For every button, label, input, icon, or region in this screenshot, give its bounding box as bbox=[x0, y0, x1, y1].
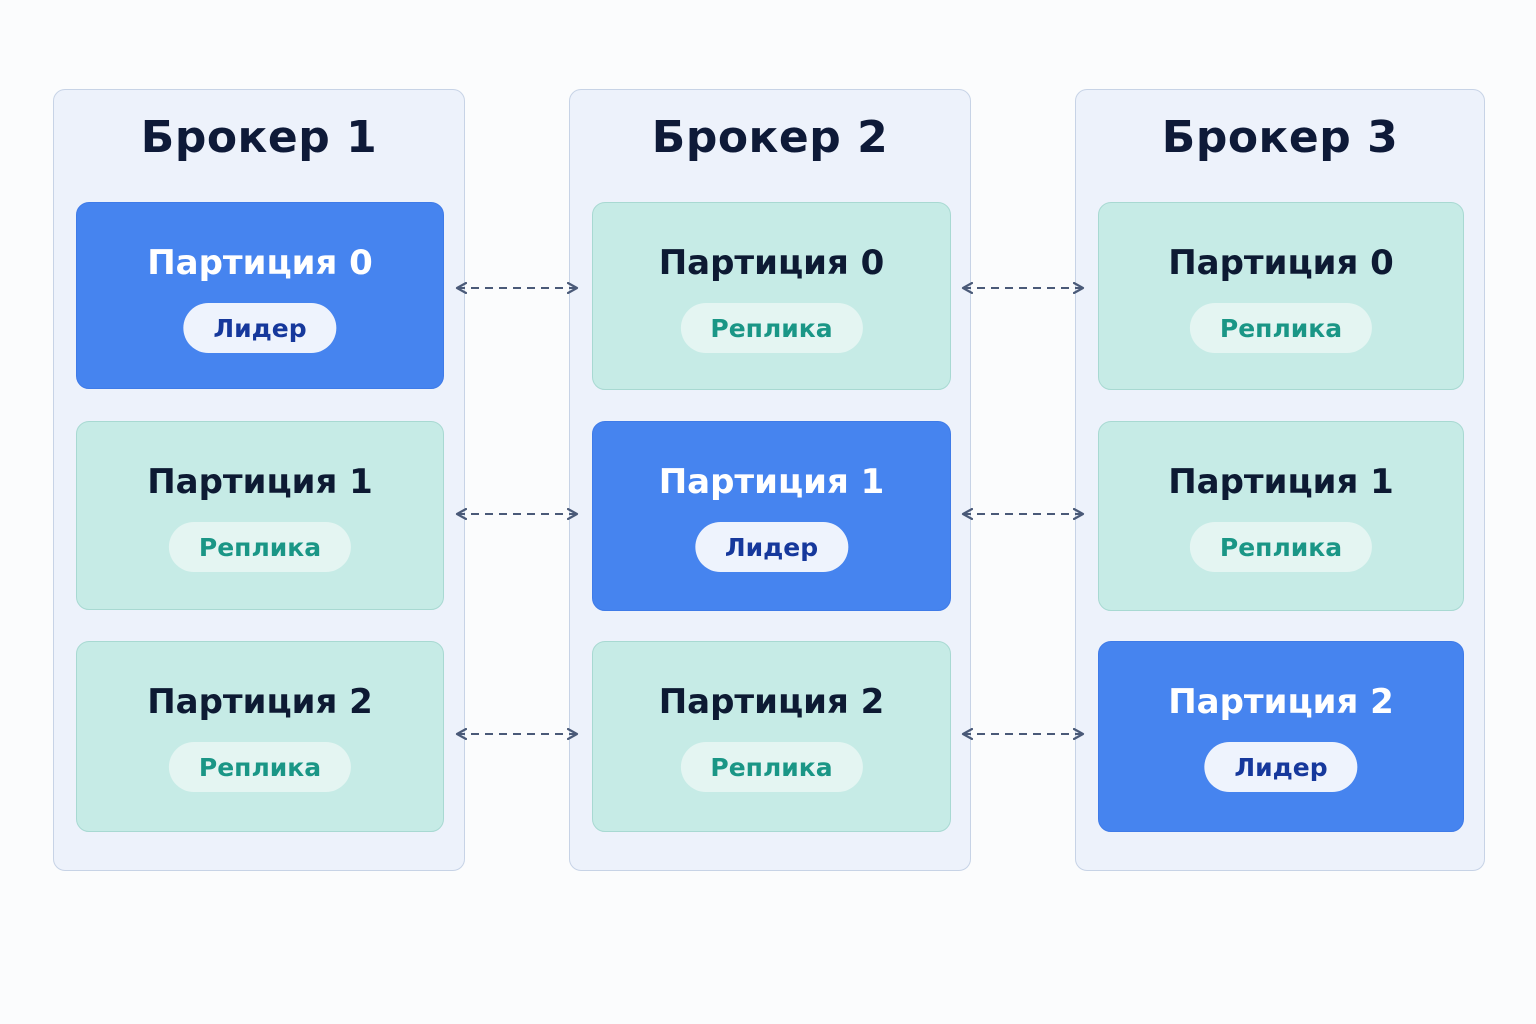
partition-2-replica: Партиция 2 Реплика bbox=[76, 641, 444, 832]
partition-0-replica: Партиция 0 Реплика bbox=[592, 202, 951, 390]
role-badge: Реплика bbox=[1189, 522, 1373, 572]
broker-title: Брокер 3 bbox=[1161, 112, 1399, 163]
partition-title: Партиция 0 bbox=[1168, 243, 1394, 283]
partition-0-replica: Партиция 0 Реплика bbox=[1098, 202, 1464, 390]
partition-2-leader: Партиция 2 Лидер bbox=[1098, 641, 1464, 832]
role-badge: Лидер bbox=[1204, 742, 1358, 792]
broker-2-panel: Брокер 2 Партиция 0 Реплика Партиция 1 Л… bbox=[569, 89, 971, 871]
role-badge: Лидер bbox=[183, 303, 337, 353]
partition-title: Партиция 1 bbox=[1168, 462, 1394, 502]
broker-title: Брокер 2 bbox=[651, 112, 889, 163]
partition-0-leader: Партиция 0 Лидер bbox=[76, 202, 444, 389]
partition-1-leader: Партиция 1 Лидер bbox=[592, 421, 951, 611]
role-badge: Реплика bbox=[1189, 303, 1373, 353]
broker-title: Брокер 1 bbox=[140, 112, 378, 163]
role-badge: Реплика bbox=[168, 742, 352, 792]
role-badge: Реплика bbox=[680, 303, 863, 353]
partition-title: Партиция 0 bbox=[658, 243, 885, 283]
broker-3-panel: Брокер 3 Партиция 0 Реплика Партиция 1 Р… bbox=[1075, 89, 1485, 871]
partition-title: Партиция 2 bbox=[658, 682, 885, 722]
partition-title: Партиция 2 bbox=[147, 682, 373, 722]
partition-title: Партиция 2 bbox=[1168, 682, 1394, 722]
partition-title: Партиция 1 bbox=[147, 462, 373, 502]
partition-1-replica: Партиция 1 Реплика bbox=[1098, 421, 1464, 611]
role-badge: Лидер bbox=[694, 522, 849, 572]
partition-title: Партиция 1 bbox=[658, 462, 885, 502]
partition-1-replica: Партиция 1 Реплика bbox=[76, 421, 444, 610]
partition-2-replica: Партиция 2 Реплика bbox=[592, 641, 951, 832]
role-badge: Реплика bbox=[680, 742, 863, 792]
role-badge: Реплика bbox=[168, 522, 352, 572]
broker-1-panel: Брокер 1 Партиция 0 Лидер Партиция 1 Реп… bbox=[53, 89, 465, 871]
partition-title: Партиция 0 bbox=[147, 243, 373, 283]
